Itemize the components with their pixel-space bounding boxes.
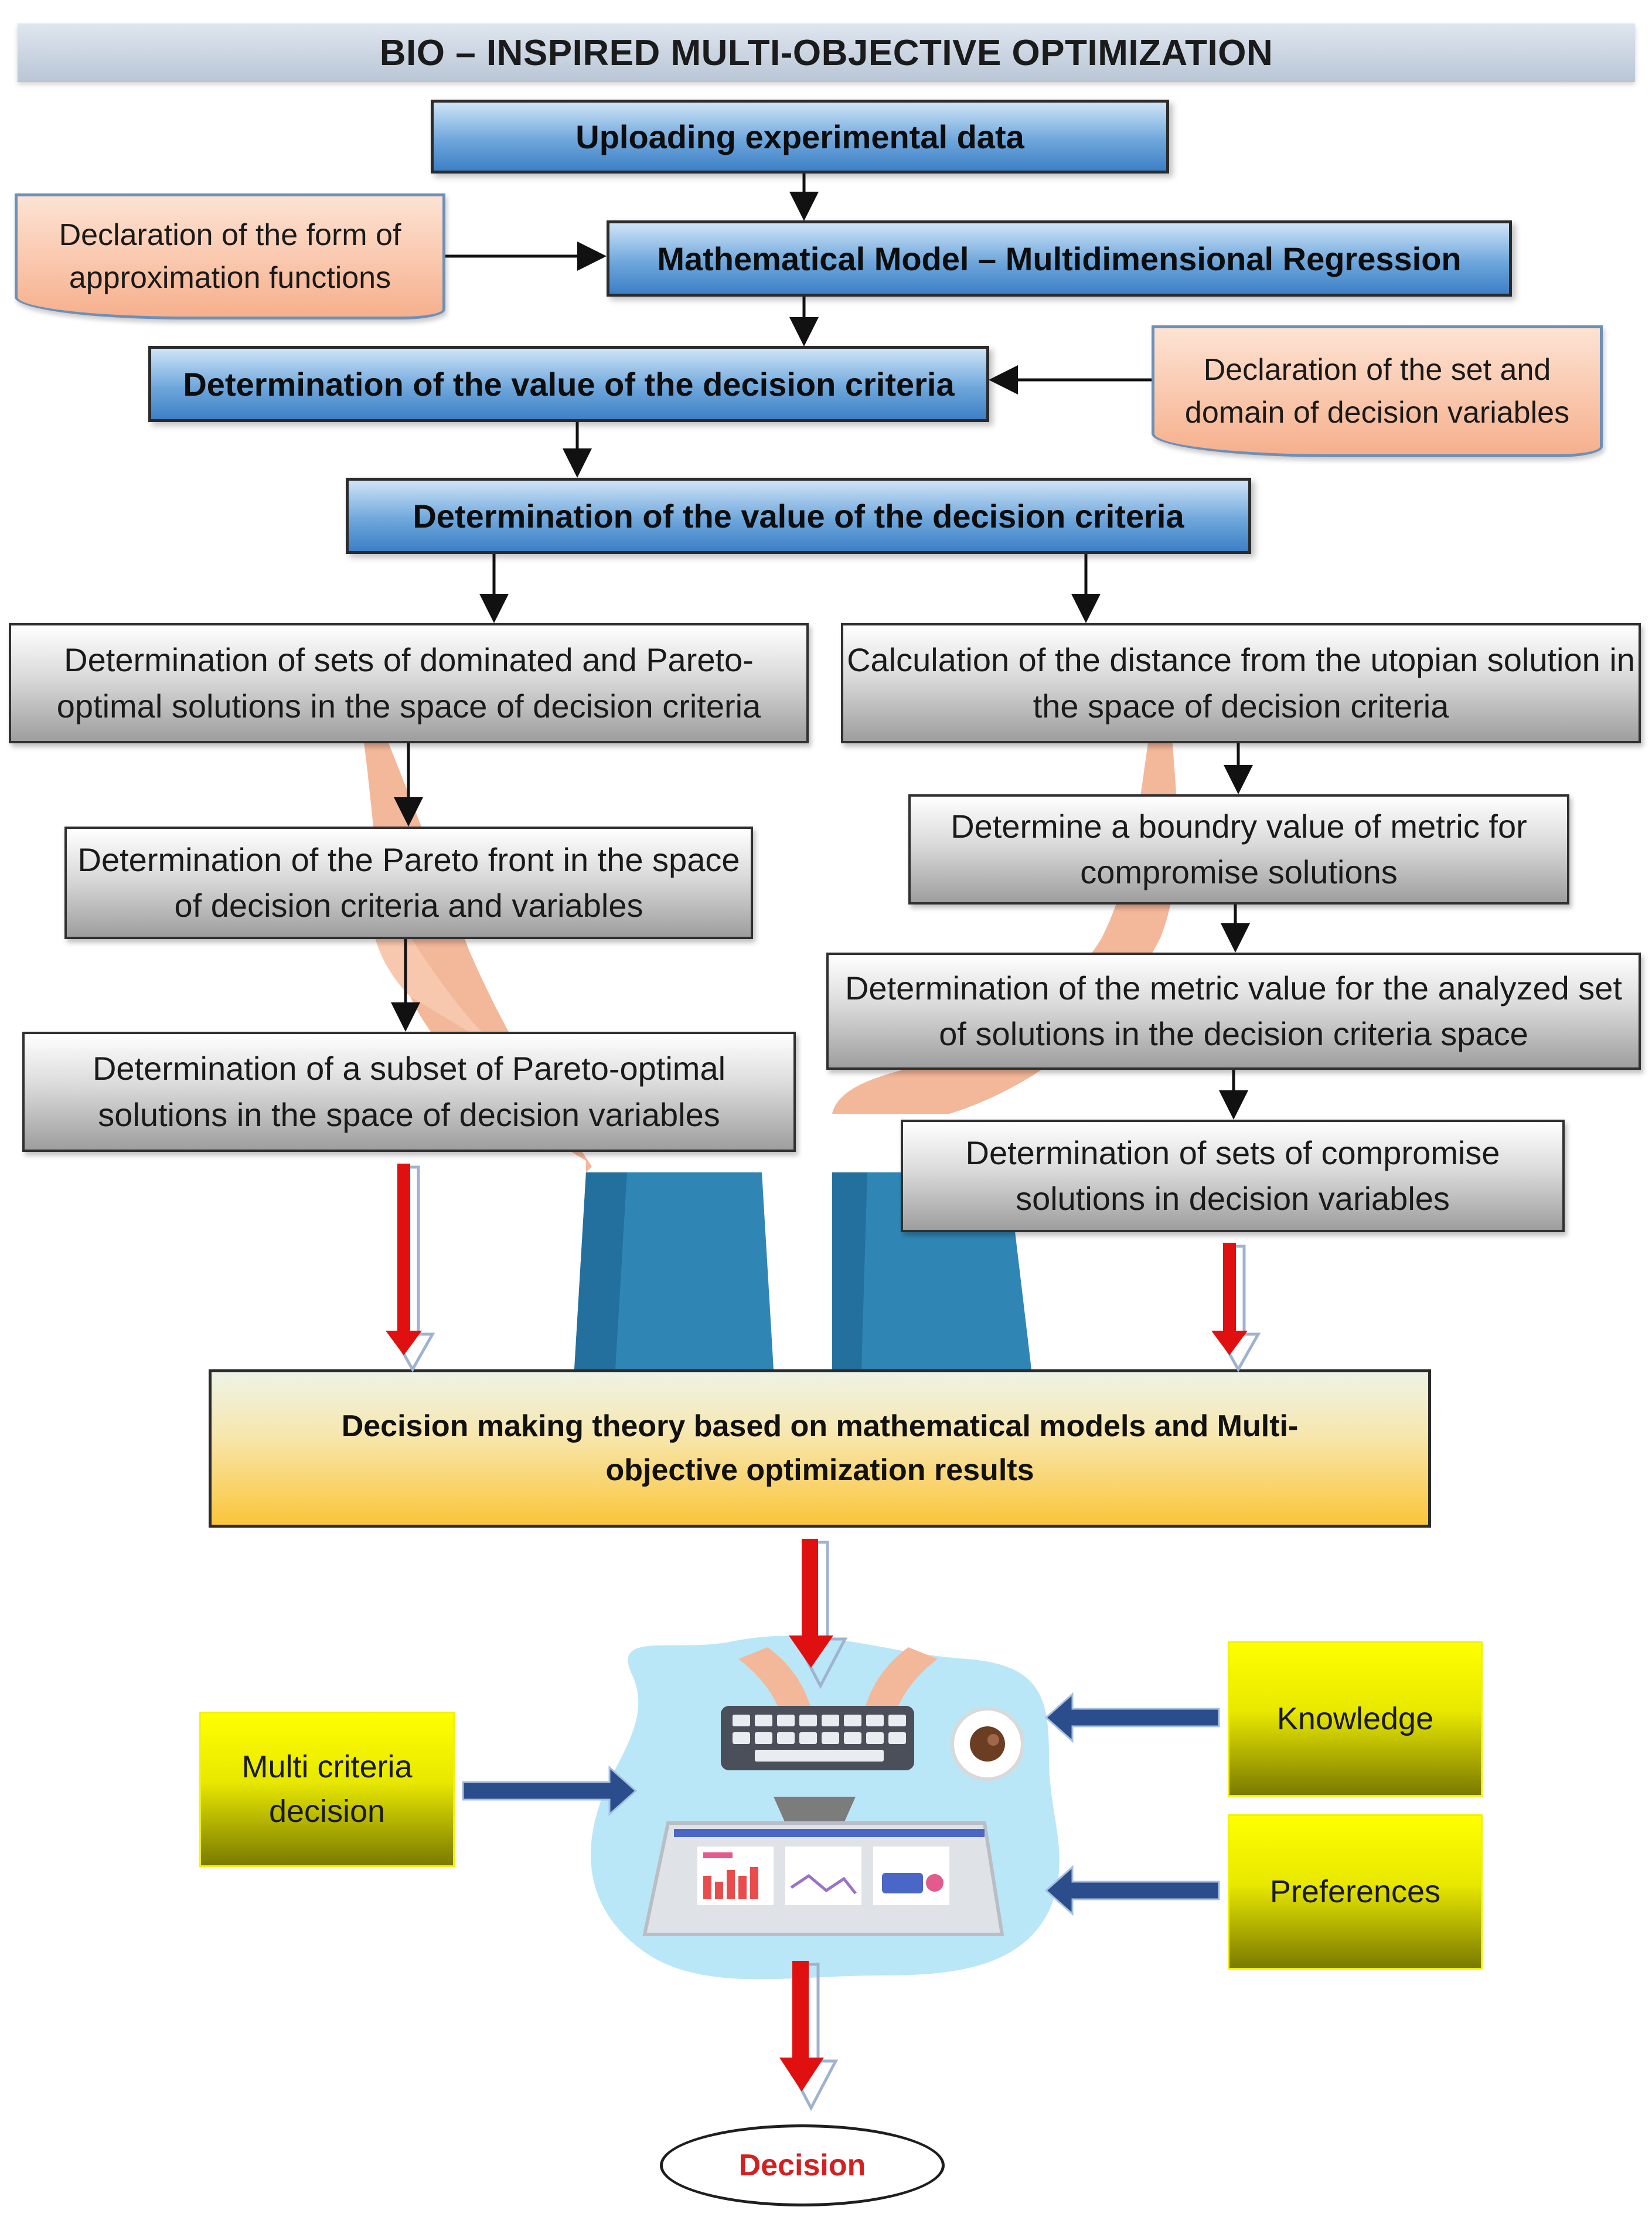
multi-criteria-label: Multi criteria decision (241, 1749, 413, 1829)
compromise-sets-label: Determination of sets of compromise solu… (965, 1134, 1500, 1217)
red-arrow-right (1211, 1243, 1261, 1373)
criteria-value-box-2: Determination of the value of the decisi… (346, 478, 1251, 554)
approximation-declaration-box: Declaration of the form of approximation… (15, 193, 445, 319)
compromise-sets-box: Determination of sets of compromise solu… (901, 1120, 1565, 1232)
red-arrow-left (386, 1164, 435, 1373)
dominated-pareto-label: Determination of sets of dominated and P… (56, 641, 761, 725)
criteria-value-box-1: Determination of the value of the decisi… (148, 346, 989, 422)
utopian-distance-box: Calculation of the distance from the uto… (841, 623, 1641, 743)
metric-value-label: Determination of the metric value for th… (844, 969, 1622, 1052)
multi-criteria-box: Multi criteria decision (199, 1712, 455, 1867)
utopian-distance-label: Calculation of the distance from the uto… (847, 641, 1635, 725)
pareto-subset-label: Determination of a subset of Pareto-opti… (92, 1050, 726, 1133)
decision-oval: Decision (660, 2124, 945, 2206)
pareto-subset-box: Determination of a subset of Pareto-opti… (22, 1032, 796, 1152)
metric-value-box: Determination of the metric value for th… (826, 953, 1641, 1070)
coffee-cup-icon (951, 1707, 1024, 1781)
boundary-metric-box: Determine a boundry value of metric for … (908, 794, 1569, 905)
dominated-pareto-box: Determination of sets of dominated and P… (9, 623, 809, 743)
navy-arrow-knowledge (1044, 1692, 1220, 1743)
monitor-dashboard-icon (642, 1797, 1004, 1936)
decision-theory-label: Decision making theory based on mathemat… (341, 1409, 1299, 1487)
upload-data-box: Uploading experimental data (431, 100, 1169, 174)
red-arrow-center (789, 1539, 848, 1689)
decision-label: Decision (738, 2148, 866, 2182)
preferences-label: Preferences (1269, 1873, 1441, 1909)
knowledge-box: Knowledge (1228, 1641, 1483, 1797)
math-model-box: Mathematical Model – Multidimensional Re… (607, 220, 1512, 297)
criteria-value-label-1: Determination of the value of the decisi… (183, 365, 955, 403)
diagram-title: BIO – INSPIRED MULTI-OBJECTIVE OPTIMIZAT… (379, 32, 1273, 73)
upload-data-label: Uploading experimental data (575, 118, 1024, 155)
navy-arrow-multi-criteria (462, 1765, 638, 1817)
math-model-label: Mathematical Model – Multidimensional Re… (657, 240, 1462, 277)
preferences-box: Preferences (1228, 1814, 1483, 1970)
variables-declaration-box: Declaration of the set and domain of dec… (1152, 325, 1603, 457)
keyboard-icon (721, 1706, 914, 1770)
knowledge-label: Knowledge (1276, 1701, 1434, 1736)
decision-theory-box: Decision making theory based on mathemat… (209, 1369, 1431, 1528)
variables-declaration-label: Declaration of the set and domain of dec… (1184, 352, 1570, 430)
red-arrow-bottom (779, 1961, 839, 2111)
boundary-metric-label: Determine a boundry value of metric for … (951, 807, 1527, 890)
pareto-front-box: Determination of the Pareto front in the… (64, 827, 753, 939)
approximation-declaration-label: Declaration of the form of approximation… (59, 217, 401, 295)
navy-arrow-preferences (1044, 1865, 1220, 1916)
criteria-value-label-2: Determination of the value of the decisi… (413, 497, 1184, 535)
pareto-front-label: Determination of the Pareto front in the… (77, 841, 740, 924)
title-banner: BIO – INSPIRED MULTI-OBJECTIVE OPTIMIZAT… (18, 23, 1635, 82)
